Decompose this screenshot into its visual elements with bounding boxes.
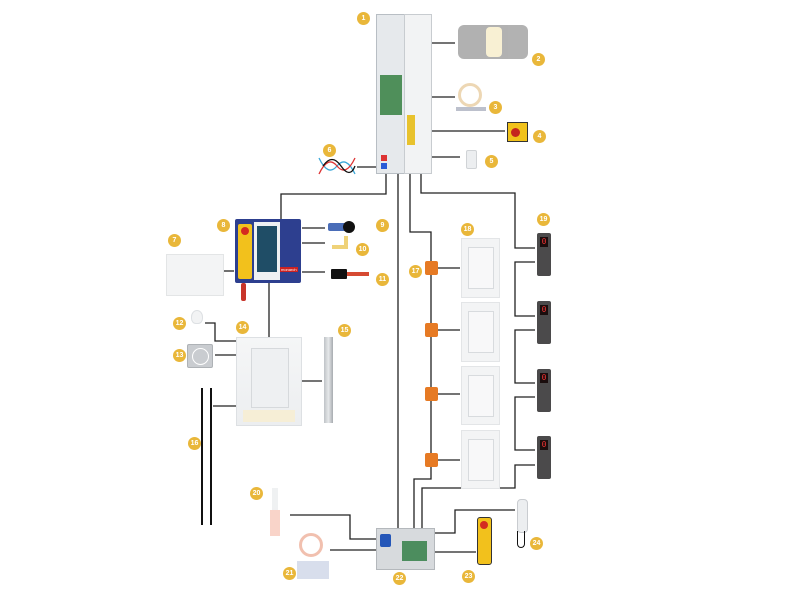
light-curtain-right[interactable] bbox=[210, 388, 212, 525]
floor-display: 0 bbox=[540, 440, 548, 450]
badge-4: 4 bbox=[533, 130, 546, 143]
three-phase-power-supply bbox=[318, 157, 356, 175]
badge-21: 21 bbox=[283, 567, 296, 580]
hall-call-station[interactable]: 0 bbox=[537, 301, 551, 344]
intercom-cord bbox=[517, 531, 525, 548]
buffer[interactable] bbox=[270, 488, 280, 536]
badge-23: 23 bbox=[462, 570, 475, 583]
badge-11: 11 bbox=[376, 273, 389, 286]
badge-2: 2 bbox=[532, 53, 545, 66]
governor-tension-pulley[interactable] bbox=[297, 533, 329, 579]
badge-13: 13 bbox=[173, 349, 186, 362]
badge-10: 10 bbox=[356, 243, 369, 256]
hall-call-station[interactable]: 0 bbox=[537, 369, 551, 412]
wire-cabinet-hallcalls bbox=[420, 173, 535, 249]
landing-door[interactable] bbox=[461, 238, 500, 298]
door-contact-plug bbox=[347, 272, 369, 276]
landing-door-lock[interactable] bbox=[425, 387, 438, 401]
badge-16: 16 bbox=[188, 437, 201, 450]
pit-inspection-pendant[interactable] bbox=[477, 517, 492, 565]
badge-1: 1 bbox=[357, 12, 370, 25]
elevator-car[interactable] bbox=[236, 337, 302, 426]
car-operating-panel[interactable] bbox=[324, 337, 333, 423]
badge-18: 18 bbox=[461, 223, 474, 236]
pit-junction-box[interactable] bbox=[376, 528, 435, 570]
control-cabinet[interactable] bbox=[376, 14, 406, 174]
traction-machine[interactable] bbox=[458, 25, 528, 59]
wire-cabinet-doorlocks bbox=[409, 173, 432, 528]
door-operator-pulley bbox=[343, 221, 355, 233]
badge-12: 12 bbox=[173, 317, 186, 330]
level-magnet-switch[interactable] bbox=[332, 236, 348, 249]
landing-door-lock[interactable] bbox=[425, 323, 438, 337]
overspeed-governor[interactable] bbox=[456, 83, 486, 111]
brand-label: monarch bbox=[280, 267, 298, 272]
car-junction-box[interactable] bbox=[166, 254, 224, 296]
car-fan[interactable] bbox=[187, 344, 213, 368]
car-light-bulb[interactable] bbox=[191, 310, 203, 324]
badge-8: 8 bbox=[217, 219, 230, 232]
badge-14: 14 bbox=[236, 321, 249, 334]
car-door-contact[interactable] bbox=[331, 269, 347, 279]
hall-call-station[interactable]: 0 bbox=[537, 436, 551, 479]
landing-door[interactable] bbox=[461, 366, 500, 425]
floor-display: 0 bbox=[540, 237, 548, 247]
landing-door-lock[interactable] bbox=[425, 453, 438, 467]
floor-display: 0 bbox=[540, 373, 548, 383]
cartop-pendant-cable bbox=[241, 283, 246, 301]
landing-door[interactable] bbox=[461, 302, 500, 362]
badge-9: 9 bbox=[376, 219, 389, 232]
badge-24: 24 bbox=[530, 537, 543, 550]
landing-door-lock[interactable] bbox=[425, 261, 438, 275]
wire-cabinet-cartop bbox=[280, 173, 387, 220]
badge-7: 7 bbox=[168, 234, 181, 247]
landing-door[interactable] bbox=[461, 430, 500, 489]
pit-emergency-stop-box[interactable] bbox=[507, 122, 528, 142]
intercom-handset[interactable] bbox=[517, 499, 528, 533]
control-cabinet-door bbox=[404, 14, 432, 174]
car-top-inspection-box[interactable]: monarch bbox=[235, 219, 301, 283]
badge-15: 15 bbox=[338, 324, 351, 337]
badge-6: 6 bbox=[323, 144, 336, 157]
badge-3: 3 bbox=[489, 101, 502, 114]
machine-room-sensor[interactable] bbox=[466, 150, 477, 169]
badge-17: 17 bbox=[409, 265, 422, 278]
floor-display: 0 bbox=[540, 305, 548, 315]
badge-22: 22 bbox=[393, 572, 406, 585]
light-curtain-left[interactable] bbox=[201, 388, 203, 525]
door-operator-motor[interactable] bbox=[328, 223, 346, 231]
badge-19: 19 bbox=[537, 213, 550, 226]
badge-5: 5 bbox=[485, 155, 498, 168]
badge-20: 20 bbox=[250, 487, 263, 500]
hall-call-station[interactable]: 0 bbox=[537, 233, 551, 276]
